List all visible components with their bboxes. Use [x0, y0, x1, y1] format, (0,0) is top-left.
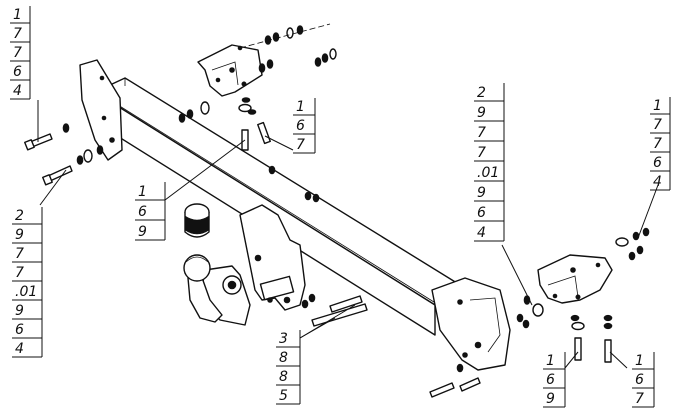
callout-label: 6: [653, 155, 662, 171]
callout-label: 6: [635, 372, 644, 388]
center-fasteners: [178, 97, 320, 203]
callout-center-left: 1 6 9: [135, 182, 166, 241]
leader-lines: [37, 100, 659, 369]
callout-label: 1: [138, 184, 147, 200]
callout-label: 4: [477, 225, 486, 241]
callout-label: 2: [15, 208, 24, 224]
callout-label: 1: [296, 99, 305, 115]
callout-label: 3: [279, 331, 288, 347]
callout-label: 6: [15, 322, 24, 338]
callout-label: 7: [653, 117, 662, 133]
tow-ball-assembly: [183, 204, 306, 326]
callout-label: 8: [279, 369, 288, 385]
callout-label: 4: [15, 341, 24, 357]
callout-label: 4: [13, 83, 22, 99]
callout-bottom-center: 3 8 8 5: [276, 330, 301, 405]
callout-bottom-right-2: 1 6 7: [632, 352, 655, 408]
callout-right-center: 2 9 7 7 .01 9 6 4: [474, 83, 505, 242]
callout-label: 9: [15, 227, 24, 243]
right-bracket: [537, 254, 613, 304]
callout-label: 7: [653, 136, 662, 152]
callout-label: 1: [13, 7, 22, 23]
callout-label: 9: [15, 303, 24, 319]
callout-label: .01: [15, 284, 37, 300]
callout-label: 6: [296, 118, 305, 134]
callout-label: 7: [296, 137, 305, 153]
callout-label: 7: [13, 26, 22, 42]
callout-label: 4: [653, 174, 662, 190]
callout-label: 7: [13, 45, 22, 61]
callout-far-right: 1 7 7 6 4: [650, 97, 671, 191]
callout-label: 9: [477, 185, 486, 201]
callout-label: 9: [477, 105, 486, 121]
callout-label: 6: [477, 205, 486, 221]
callout-bottom-right-1: 1 6 9: [543, 352, 566, 408]
top-fasteners: [239, 23, 337, 73]
callout-label: 1: [653, 98, 662, 114]
left-mounting-plate: [79, 59, 123, 161]
right-mounting-plate: [431, 277, 511, 371]
callout-label: 7: [635, 391, 644, 407]
callout-left-stack: 2 9 7 7 .01 9 6 4: [12, 207, 43, 358]
callout-stacks: 1 7 7 6 4 2 9 7 7 .01 9 6 4 1 6 9 1 6 7 2 9 7 7 .01 9 6 4 1 7 7 6 4 3 8 8 5…: [10, 6, 671, 408]
callout-label: 7: [477, 125, 486, 141]
callout-label: 6: [138, 204, 147, 220]
callout-label: 1: [635, 353, 644, 369]
callout-label: 7: [477, 145, 486, 161]
callout-label: 7: [15, 246, 24, 262]
callout-label: 5: [279, 388, 288, 404]
callout-label: .01: [477, 165, 499, 181]
callout-label: 2: [477, 85, 486, 101]
top-bracket: [197, 44, 263, 97]
callout-label: 6: [13, 64, 22, 80]
callout-label: 9: [546, 391, 555, 407]
callout-label: 6: [546, 372, 555, 388]
callout-label: 9: [138, 224, 147, 240]
callout-top-left-bolt: 1 7 7 6 4: [10, 6, 31, 100]
callout-label: 7: [15, 265, 24, 281]
left-bolts: [24, 123, 104, 186]
callout-label: 8: [279, 350, 288, 366]
electrical-socket: [184, 203, 210, 238]
callout-top-center: 1 6 7: [293, 98, 316, 154]
callout-label: 1: [546, 353, 555, 369]
